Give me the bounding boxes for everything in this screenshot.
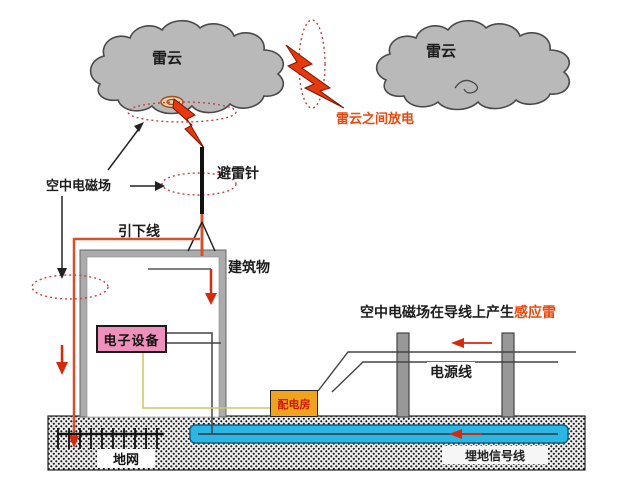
ground-grid-label: 地网 <box>112 453 139 468</box>
thundercloud-left <box>89 19 284 115</box>
em-field-ellipse-building <box>31 274 109 300</box>
induced-caption-highlight: 感应雷 <box>514 305 556 321</box>
cloud-discharge-label: 雷云之间放电 <box>336 112 415 127</box>
ground-grid-label-box: 地网 <box>97 449 155 468</box>
distribution-room-label: 配电房 <box>277 397 311 411</box>
power-line-label: 电源线 <box>427 362 475 382</box>
cloud-curl <box>454 79 479 94</box>
wire-induced-arrowhead <box>451 338 464 348</box>
lightning-rod-label: 避雷针 <box>217 166 259 182</box>
rod-tripod-leg-left <box>187 221 203 252</box>
equipment-power-feed-line <box>142 353 270 409</box>
induced-caption-prefix: 空中电磁场在导线上产生 <box>360 305 514 321</box>
ground-grid-electrodes <box>57 428 158 449</box>
equipment-signal-line <box>167 332 213 434</box>
building-label: 建筑物 <box>228 260 270 276</box>
down-conductor-ground-arrowhead <box>69 436 79 448</box>
down-conductor-line <box>72 237 200 438</box>
em-arrow-to-cloud-shaft <box>107 129 139 171</box>
lightning-bolt-between-clouds <box>285 44 345 109</box>
electronic-equipment-label: 电子设备 <box>103 333 160 349</box>
em-arrow-to-building-head <box>57 268 67 279</box>
power-wire-upper <box>317 351 576 392</box>
em-field-ellipse-rod <box>161 172 237 196</box>
air-em-field-label: 空中电磁场 <box>46 179 112 194</box>
lightning-bolt-cloud-to-rod <box>172 98 205 149</box>
rod-tripod-leg-right <box>201 221 216 252</box>
power-wire-lower <box>331 361 558 393</box>
em-arrow-to-cloud-head <box>134 122 144 132</box>
down-conductor-label: 引下线 <box>118 224 160 240</box>
utility-pole-left <box>396 332 410 418</box>
em-field-ellipse-under-cloud <box>127 101 237 123</box>
buried-signal-line-label-box: 埋地信号线 <box>442 446 548 464</box>
signal-surge-arrowhead <box>449 429 462 439</box>
induced-lightning-caption: 空中电磁场在导线上产生感应雷 <box>360 302 556 322</box>
surge-current-arrowhead <box>56 362 68 375</box>
cloud-right-label: 雷云 <box>426 42 457 60</box>
interior-surge-arrowhead <box>205 293 217 305</box>
cloud-left-label: 雷云 <box>152 49 183 67</box>
utility-pole-right <box>501 332 515 418</box>
distribution-room-box: 配电房 <box>270 390 318 417</box>
thundercloud-right <box>375 19 570 111</box>
em-arrow-to-rod-head <box>155 181 165 191</box>
electronic-equipment-box: 电子设备 <box>96 325 167 353</box>
buried-signal-line-label: 埋地信号线 <box>464 448 525 463</box>
